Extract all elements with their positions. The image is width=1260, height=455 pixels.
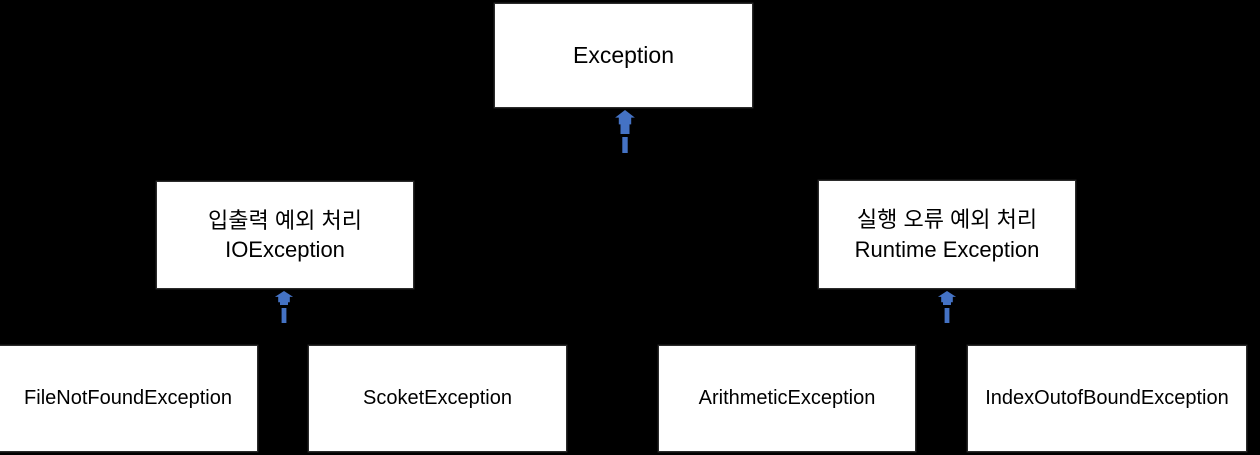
node-label: 실행 오류 예외 처리 <box>856 207 1038 233</box>
node-label: 입출력 예외 처리 <box>208 207 362 233</box>
node-label: ScoketException <box>363 387 512 410</box>
node-label: FileNotFoundException <box>24 387 232 410</box>
node-runtimeexception: 실행 오류 예외 처리 Runtime Exception <box>818 180 1076 289</box>
arrow-exception-up <box>612 110 638 155</box>
arrow-runtimeexception-up <box>935 291 959 325</box>
node-filenotfoundexception: FileNotFoundException <box>0 345 258 452</box>
node-label: Exception <box>572 42 674 69</box>
node-ioexception: 입출력 예외 처리 IOException <box>156 181 414 289</box>
node-arithmeticexception: ArithmeticException <box>658 345 916 452</box>
arrow-ioexception-up <box>272 291 296 325</box>
node-exception: Exception <box>494 3 753 108</box>
node-label: ArithmeticException <box>698 387 876 410</box>
node-indexoutofboundexception: IndexOutofBoundException <box>967 345 1247 452</box>
node-scoketexception: ScoketException <box>308 345 567 452</box>
node-label: IOException <box>225 237 345 262</box>
node-label: IndexOutofBoundException <box>985 387 1229 410</box>
node-label: Runtime Exception <box>854 236 1040 262</box>
